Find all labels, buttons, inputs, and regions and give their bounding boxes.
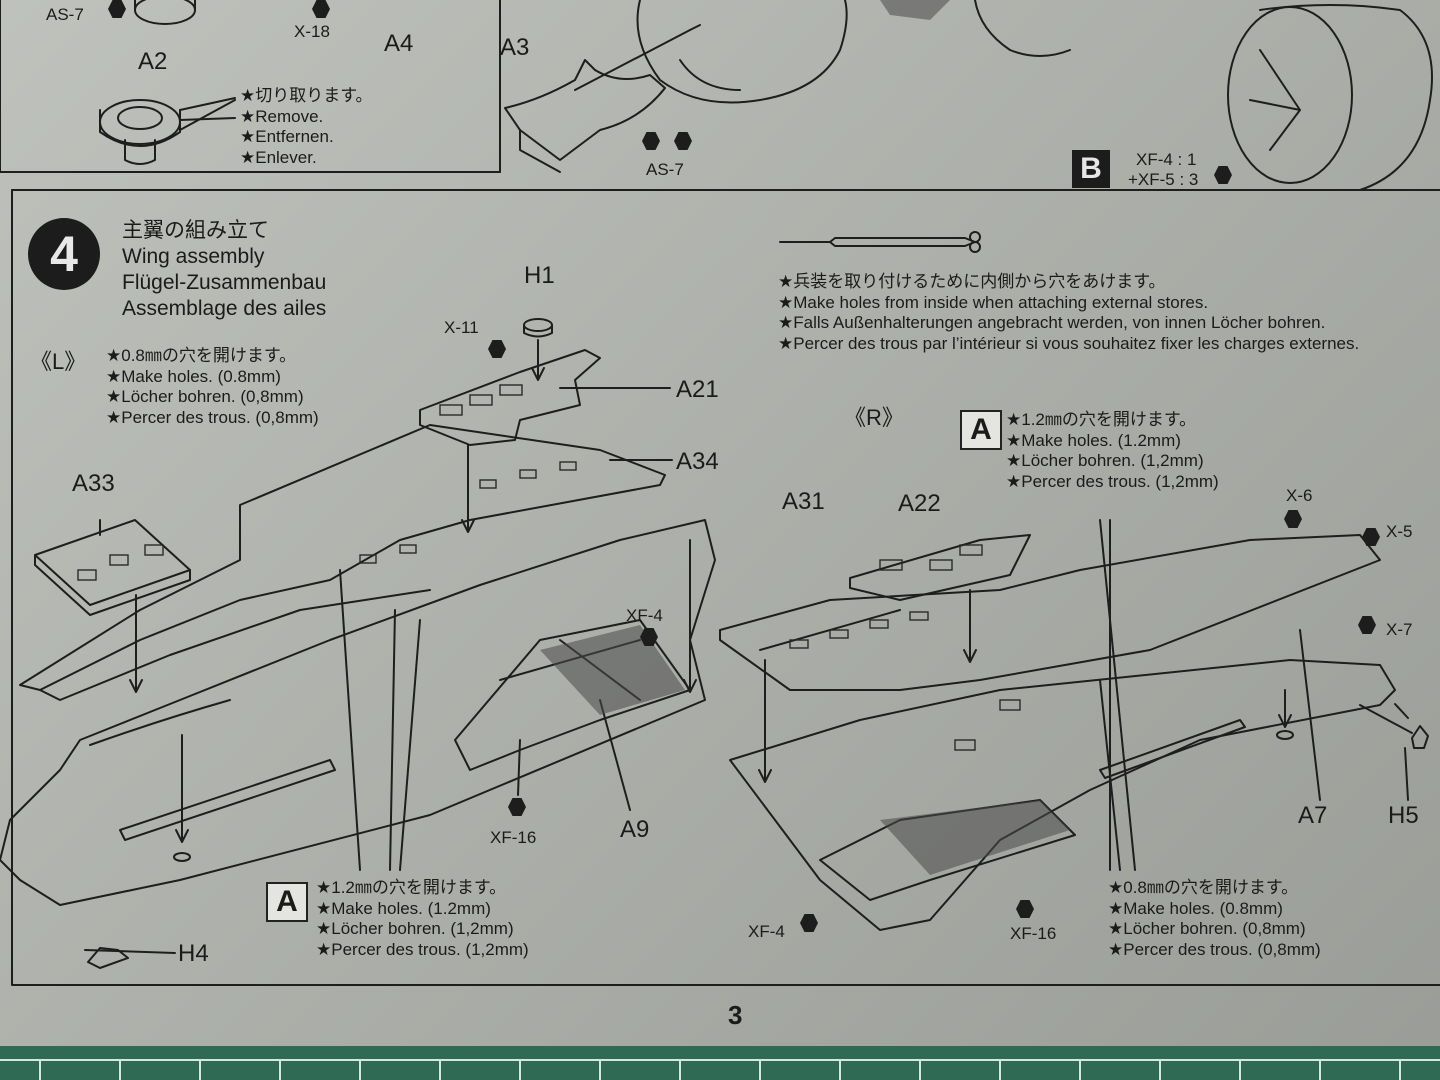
right-holes-12-note: ★1.2㎜の穴を開けます。 ★Make holes. (1.2mm) ★Löch… — [1006, 410, 1219, 492]
x5-hex-icon — [1362, 528, 1380, 546]
right-holes-08-note: ★0.8㎜の穴を開けます。 ★Make holes. (0.8mm) ★Löch… — [1108, 878, 1321, 960]
external-stores-note-line: ★Falls Außenhalterungen angebracht werde… — [778, 313, 1326, 332]
step-title-line: 主翼の組み立て — [122, 219, 269, 242]
left-holes-08-note: ★0.8㎜の穴を開けます。 ★Make holes. (0.8mm) ★Löch… — [106, 346, 319, 428]
left-holes-12-line: ★1.2㎜の穴を開けます。 — [316, 878, 507, 897]
label-xf4-right: XF-4 — [748, 922, 785, 941]
paint-hex-icon — [1214, 166, 1232, 184]
paint-code-box-b: B — [1072, 150, 1110, 188]
external-stores-note-line: ★Make holes from inside when attaching e… — [778, 292, 1209, 312]
label-a3: A3 — [500, 34, 530, 61]
xf4-hex-icon — [800, 914, 818, 932]
right-holes-08-line: ★Löcher bohren. (0,8mm) — [1108, 919, 1306, 938]
paint-mix-ratio: XF-4 : 1 +XF-5 : 3 — [1128, 150, 1198, 190]
external-stores-note-line: ★Percer des trous par l’intérieur si vou… — [778, 333, 1360, 353]
right-holes-12-line: ★Make holes. (1.2mm) — [1006, 430, 1181, 450]
left-holes-08-line: ★Make holes. (0.8mm) — [106, 366, 281, 386]
remove-note-line: ★Enlever. — [240, 147, 317, 167]
label-a33: A33 — [72, 470, 115, 497]
label-xf16-left: XF-16 — [490, 828, 537, 847]
cutting-mat-edge — [0, 1046, 1440, 1080]
label-x7: X-7 — [1386, 620, 1413, 639]
right-holes-08-line: ★0.8㎜の穴を開けます。 — [1108, 878, 1299, 897]
x6-hex-icon — [1284, 510, 1302, 528]
left-holes-12-line: ★Löcher bohren. (1,2mm) — [316, 919, 514, 938]
holes-code-box-a-right: A — [960, 410, 1002, 450]
label-h5: H5 — [1388, 802, 1419, 829]
as7-hex-icon — [674, 132, 692, 150]
label-xf4-left: XF-4 — [626, 606, 663, 625]
xf4-hex-icon — [640, 628, 658, 646]
label-as7-left: AS-7 — [46, 5, 84, 24]
right-holes-12-line: ★Löcher bohren. (1,2mm) — [1006, 451, 1204, 470]
left-holes-12-line: ★Make holes. (1.2mm) — [316, 898, 491, 918]
left-holes-12-line: ★Percer des trous. (1,2mm) — [316, 939, 529, 959]
left-holes-08-line: ★Löcher bohren. (0,8mm) — [106, 387, 304, 406]
right-holes-08-line: ★Make holes. (0.8mm) — [1108, 898, 1283, 918]
x11-hex-icon — [488, 340, 506, 358]
holes-code-box-a-left: A — [266, 882, 308, 922]
step-title: 主翼の組み立て Wing assembly Flügel-Zusammenbau… — [122, 218, 326, 322]
remove-note-line: ★Entfernen. — [240, 127, 334, 146]
label-h4: H4 — [178, 940, 209, 967]
right-side-marker: 《R》 — [844, 405, 904, 430]
right-holes-08-line: ★Percer des trous. (0,8mm) — [1108, 939, 1321, 959]
external-stores-note-line: ★兵装を取り付けるために内側から穴をあけます。 — [778, 272, 1166, 291]
cutting-mat-grid — [0, 1059, 1440, 1080]
step-title-line: Flügel-Zusammenbau — [122, 271, 327, 294]
x7-hex-icon — [1358, 616, 1376, 634]
left-holes-12-note: ★1.2㎜の穴を開けます。 ★Make holes. (1.2mm) ★Löch… — [316, 878, 529, 960]
label-xf16-right: XF-16 — [1010, 924, 1057, 943]
paint-mix-line: XF-4 : 1 — [1136, 150, 1197, 169]
page-number: 3 — [728, 1000, 743, 1030]
external-stores-note: ★兵装を取り付けるために内側から穴をあけます。 ★Make holes from… — [778, 272, 1359, 354]
label-as7-right: AS-7 — [646, 160, 684, 179]
step-number-badge: 4 — [28, 218, 100, 290]
paint-mix-line: +XF-5 : 3 — [1128, 170, 1199, 189]
xf16-hex-icon — [1016, 900, 1034, 918]
x18-hex-icon — [312, 0, 330, 18]
label-a2: A2 — [138, 48, 168, 75]
as7-hex-icon — [108, 0, 126, 18]
remove-note-line: ★Remove. — [240, 106, 324, 126]
right-holes-12-line: ★Percer des trous. (1,2mm) — [1006, 471, 1219, 491]
right-holes-12-line: ★1.2㎜の穴を開けます。 — [1006, 410, 1197, 429]
label-x5: X-5 — [1386, 522, 1413, 541]
label-x6: X-6 — [1286, 486, 1313, 505]
remove-note: ★切り取ります。 ★Remove. ★Entfernen. ★Enlever. — [240, 86, 373, 168]
left-holes-08-line: ★Percer des trous. (0,8mm) — [106, 407, 319, 427]
label-x18: X-18 — [294, 22, 330, 41]
label-h1: H1 — [524, 262, 555, 289]
label-a31: A31 — [782, 488, 825, 515]
left-side-marker: 《L》 — [30, 349, 87, 374]
label-x11: X-11 — [444, 318, 479, 337]
label-a22: A22 — [898, 490, 941, 517]
label-a34: A34 — [676, 448, 719, 475]
remove-note-line: ★切り取ります。 — [240, 86, 373, 105]
as7-hex-icon — [642, 132, 660, 150]
step-title-line: Assemblage des ailes — [122, 297, 327, 320]
label-a21: A21 — [676, 376, 719, 403]
step-title-line: Wing assembly — [122, 245, 265, 268]
xf16-hex-icon — [508, 798, 526, 816]
label-a4: A4 — [384, 30, 414, 57]
left-holes-08-line: ★0.8㎜の穴を開けます。 — [106, 346, 297, 365]
label-a7: A7 — [1298, 802, 1328, 829]
label-a9: A9 — [620, 816, 650, 843]
